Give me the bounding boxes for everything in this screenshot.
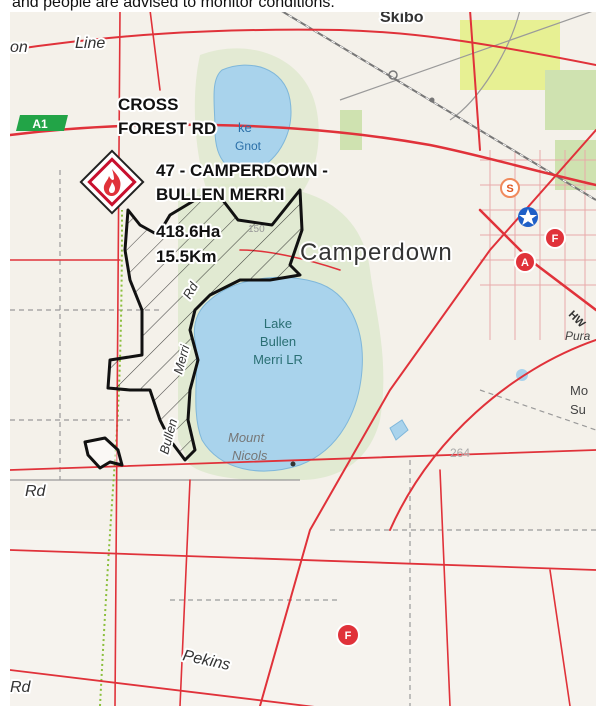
minor-tracks bbox=[10, 170, 596, 706]
ambulance-marker[interactable]: A bbox=[514, 251, 536, 273]
label-lake-line1: Lake bbox=[264, 316, 292, 331]
lake-gnotuk-water bbox=[213, 64, 292, 173]
label-lake-line3: Merri LR bbox=[253, 352, 303, 367]
park-small-3 bbox=[555, 140, 596, 190]
fire-perimeter-spot[interactable] bbox=[83, 436, 124, 470]
incident-road-line1: CROSS bbox=[118, 95, 178, 114]
minor-roads bbox=[10, 10, 596, 481]
label-skibo: Skibo bbox=[380, 10, 424, 26]
fuel-marker-town-text: F bbox=[552, 233, 559, 245]
label-pura: Pura bbox=[565, 329, 591, 343]
label-rd-west: Rd bbox=[25, 483, 47, 500]
label-lake-gnotuk-1: ke bbox=[238, 120, 252, 135]
fire-perimeter[interactable] bbox=[106, 188, 304, 462]
incident-name-line1: 47 - CAMPERDOWN - bbox=[156, 161, 328, 180]
school-marker-text: S bbox=[506, 183, 513, 195]
label-town-camperdown: Camperdown bbox=[300, 239, 453, 266]
fuel-marker-south-text: F bbox=[345, 630, 352, 642]
incident-road-line2: FOREST RD bbox=[118, 119, 216, 138]
fuel-marker-south[interactable]: F bbox=[336, 623, 360, 647]
police-star-icon[interactable] bbox=[518, 207, 538, 227]
fuel-marker-town[interactable]: F bbox=[544, 227, 566, 249]
poi-small-circle bbox=[388, 70, 398, 80]
map-canvas[interactable]: Skibo on Line ke Gnot Camperdown Lake Bu… bbox=[10, 10, 596, 706]
label-mount-line2: Nicols bbox=[232, 448, 268, 463]
label-mount-line1: Mount bbox=[228, 430, 266, 445]
label-su: Su bbox=[570, 402, 586, 417]
poi-small-dot bbox=[429, 97, 435, 103]
label-on-fragment: on bbox=[10, 39, 28, 56]
highway-shield-a1: A1 bbox=[16, 115, 68, 131]
fire-warning-icon[interactable] bbox=[79, 149, 145, 215]
label-line-road: Line bbox=[75, 35, 105, 52]
caption-text: and people are advised to monitor condit… bbox=[0, 0, 596, 12]
map-view[interactable]: Skibo on Line ke Gnot Camperdown Lake Bu… bbox=[10, 10, 596, 706]
incident-name-line2: BULLEN MERRI bbox=[156, 185, 284, 204]
label-rd-southwest: Rd bbox=[10, 679, 32, 696]
label-elev-264: 264 bbox=[450, 446, 470, 460]
mount-summit-dot bbox=[290, 461, 296, 467]
incident-area: 418.6Ha bbox=[156, 222, 221, 241]
small-water bbox=[389, 419, 409, 441]
label-lake-gnotuk-2: Gnot bbox=[235, 139, 262, 153]
school-marker[interactable]: S bbox=[500, 178, 520, 198]
incident-distance: 15.5Km bbox=[156, 247, 216, 266]
park-small-2 bbox=[545, 70, 596, 130]
shield-a1-text: A1 bbox=[32, 117, 48, 131]
label-mo: Mo bbox=[570, 383, 588, 398]
label-lake-line2: Bullen bbox=[260, 334, 296, 349]
ambulance-marker-text: A bbox=[521, 257, 529, 269]
label-elev-150: 150 bbox=[248, 224, 265, 235]
park-small-1 bbox=[340, 110, 362, 150]
